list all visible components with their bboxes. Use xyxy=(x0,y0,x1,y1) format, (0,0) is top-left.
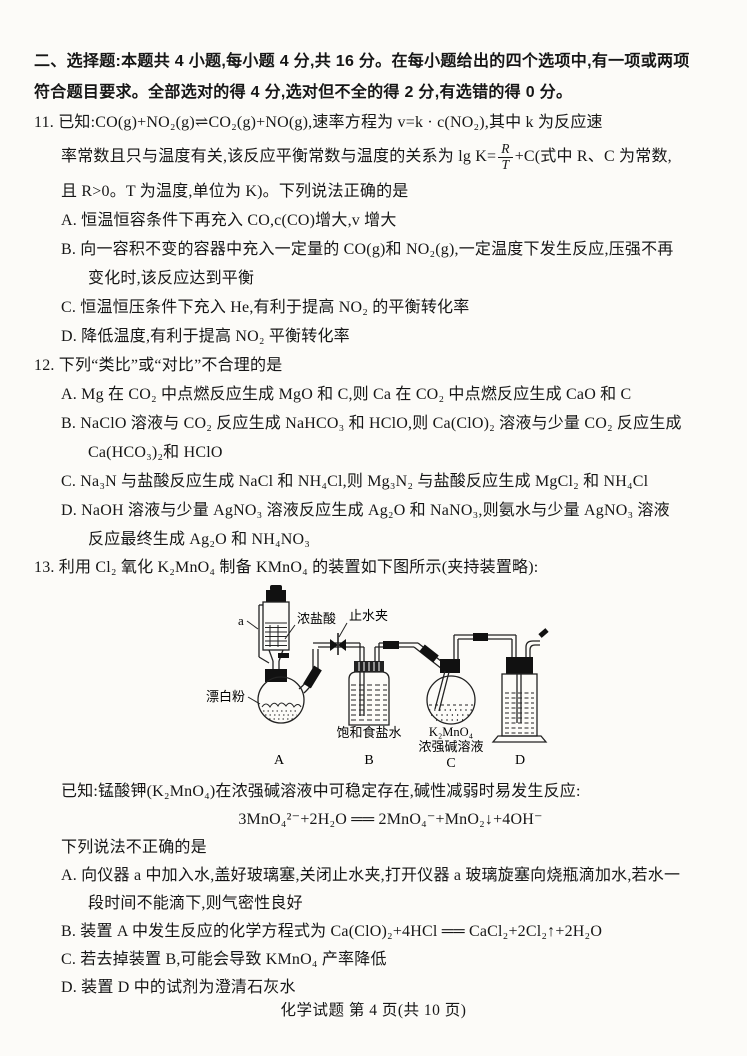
letter-c: C xyxy=(446,756,455,771)
stopcock xyxy=(278,653,289,658)
apparatus-diagram-svg: a 浓盐酸 止水夹 漂白粉 饱和食盐水 K₂MnO₄ 浓强碱溶液 A B C D xyxy=(206,585,549,771)
flask-a xyxy=(257,649,322,724)
bleaching-powder xyxy=(261,702,302,720)
q11-option-b-line1: B. 向一容积不变的容器中充入一定量的 CO(g)和 NO₂(g),一定温度下发… xyxy=(61,241,674,258)
q13-option-b: B. 装置 A 中发生反应的化学方程式为 Ca(ClO)₂+4HCl ══ Ca… xyxy=(61,923,603,940)
q13-stem: 13. 利用 Cl₂ 氧化 K₂MnO₄ 制备 KMnO₄ 的装置如下图所示(夹… xyxy=(34,559,539,576)
q11-option-d: D. 降低温度,有利于提高 NO₂ 平衡转化率 xyxy=(61,328,350,345)
q13-ionic-equation: 3MnO₄²⁻+2H₂O ══ 2MnO₄⁻+MnO₂↓+4OH⁻ xyxy=(238,811,543,828)
q13-known: 已知:锰酸钾(K₂MnO₄)在浓强碱溶液中可稳定存在,碱性减弱时易发生反应: xyxy=(61,783,581,800)
q13-ask: 下列说法不正确的是 xyxy=(61,839,207,856)
q12-stem: 12. 下列“类比”或“对比”不合理的是 xyxy=(34,357,283,374)
stopper-a xyxy=(265,669,287,682)
section-header-line2: 符合题目要求。全部选对的得 4 分,选对但不全的得 2 分,有选错的得 0 分。 xyxy=(34,84,573,101)
brine-liquid xyxy=(351,684,387,721)
acid-liquid xyxy=(265,622,287,647)
letter-a: A xyxy=(274,753,285,768)
label-k2mno4: K₂MnO₄ xyxy=(429,725,473,739)
q13-option-c: C. 若去掉装置 B,可能会导致 KMnO₄ 产率降低 xyxy=(61,951,387,968)
q12-option-a: A. Mg 在 CO₂ 中点燃反应生成 MgO 和 C,则 Ca 在 CO₂ 中… xyxy=(61,386,632,403)
rubber-sleeve xyxy=(419,644,439,663)
q12-option-b-line2: Ca(HCO₃)₂和 HClO xyxy=(88,444,223,461)
q11-stem-line1: 11. 已知:CO(g)+NO₂(g)⇌CO₂(g)+NO(g),速率方程为 v… xyxy=(34,114,603,131)
letter-d: D xyxy=(515,753,525,768)
kmno4-solution xyxy=(429,704,473,721)
rubber-sleeve xyxy=(303,665,322,689)
q13-option-d: D. 装置 D 中的试剂为澄清石灰水 xyxy=(61,979,296,996)
q11-stem-line2-pre: 率常数且只与温度有关,该反应平衡常数与温度的关系为 lg K= xyxy=(61,148,497,165)
q12-option-d-line2: 反应最终生成 Ag₂O 和 NH₄NO₃ xyxy=(88,531,311,548)
q11-stem-line2-post: +C(式中 R、C 为常数, xyxy=(514,148,672,165)
tube-run3 xyxy=(454,633,517,657)
q12-option-d-line1: D. NaOH 溶液与少量 AgNO₃ 溶液反应生成 Ag₂O 和 NaNO₃,… xyxy=(61,502,670,519)
gas-bottle-d xyxy=(491,628,549,743)
fraction-numerator: R xyxy=(498,141,513,158)
q12-option-c: C. Na₃N 与盐酸反应生成 NaCl 和 NH₄Cl,则 Mg₃N₂ 与盐酸… xyxy=(61,473,649,490)
stopper-c xyxy=(440,659,460,673)
tube-run2 xyxy=(375,641,447,670)
q11-stem-line3: 且 R>0。T 为温度,单位为 K)。下列说法正确的是 xyxy=(61,183,409,200)
q13-option-a-line2: 段时间不能滴下,则气密性良好 xyxy=(88,895,303,912)
limewater-liquid xyxy=(505,692,534,734)
label-a: a xyxy=(238,613,244,628)
apparatus-diagram: a 浓盐酸 止水夹 漂白粉 饱和食盐水 K₂MnO₄ 浓强碱溶液 A B C D xyxy=(166,585,747,775)
q11-option-c: C. 恒温恒压条件下充入 He,有利于提高 NO₂ 的平衡转化率 xyxy=(61,299,470,316)
q11-option-b-line2: 变化时,该反应达到平衡 xyxy=(88,270,255,287)
page-footer: 化学试题 第 4 页(共 10 页) xyxy=(280,1002,467,1019)
leader-lines xyxy=(246,620,348,705)
label-concentrated-hcl: 浓盐酸 xyxy=(297,611,336,626)
stopper-d xyxy=(506,657,533,674)
label-bleaching-powder: 漂白粉 xyxy=(206,689,245,704)
label-pinch-clamp: 止水夹 xyxy=(349,608,388,623)
dropping-funnel xyxy=(258,585,290,669)
wash-bottle-b xyxy=(348,643,390,726)
section-header-line1: 二、选择题:本题共 4 小题,每小题 4 分,共 16 分。在每小题给出的四个选… xyxy=(34,53,690,70)
pinch-clamp xyxy=(330,633,346,655)
q13-option-a-line1: A. 向仪器 a 中加入水,盖好玻璃塞,关闭止水夹,打开仪器 a 玻璃旋塞向烧瓶… xyxy=(61,867,681,884)
flask-c xyxy=(426,635,476,725)
label-strong-alkali: 浓强碱溶液 xyxy=(418,739,483,754)
letter-b: B xyxy=(364,753,373,768)
label-saturated-brine: 饱和食盐水 xyxy=(336,725,401,740)
tube-run1 xyxy=(313,633,364,655)
fraction-denominator: T xyxy=(501,156,510,172)
outlet-hook xyxy=(525,640,540,657)
q11-option-a: A. 恒温恒容条件下再充入 CO,c(CO)增大,v 增大 xyxy=(61,212,397,229)
q12-option-b-line1: B. NaClO 溶液与 CO₂ 反应生成 NaHCO₃ 和 HClO,则 Ca… xyxy=(61,415,682,432)
